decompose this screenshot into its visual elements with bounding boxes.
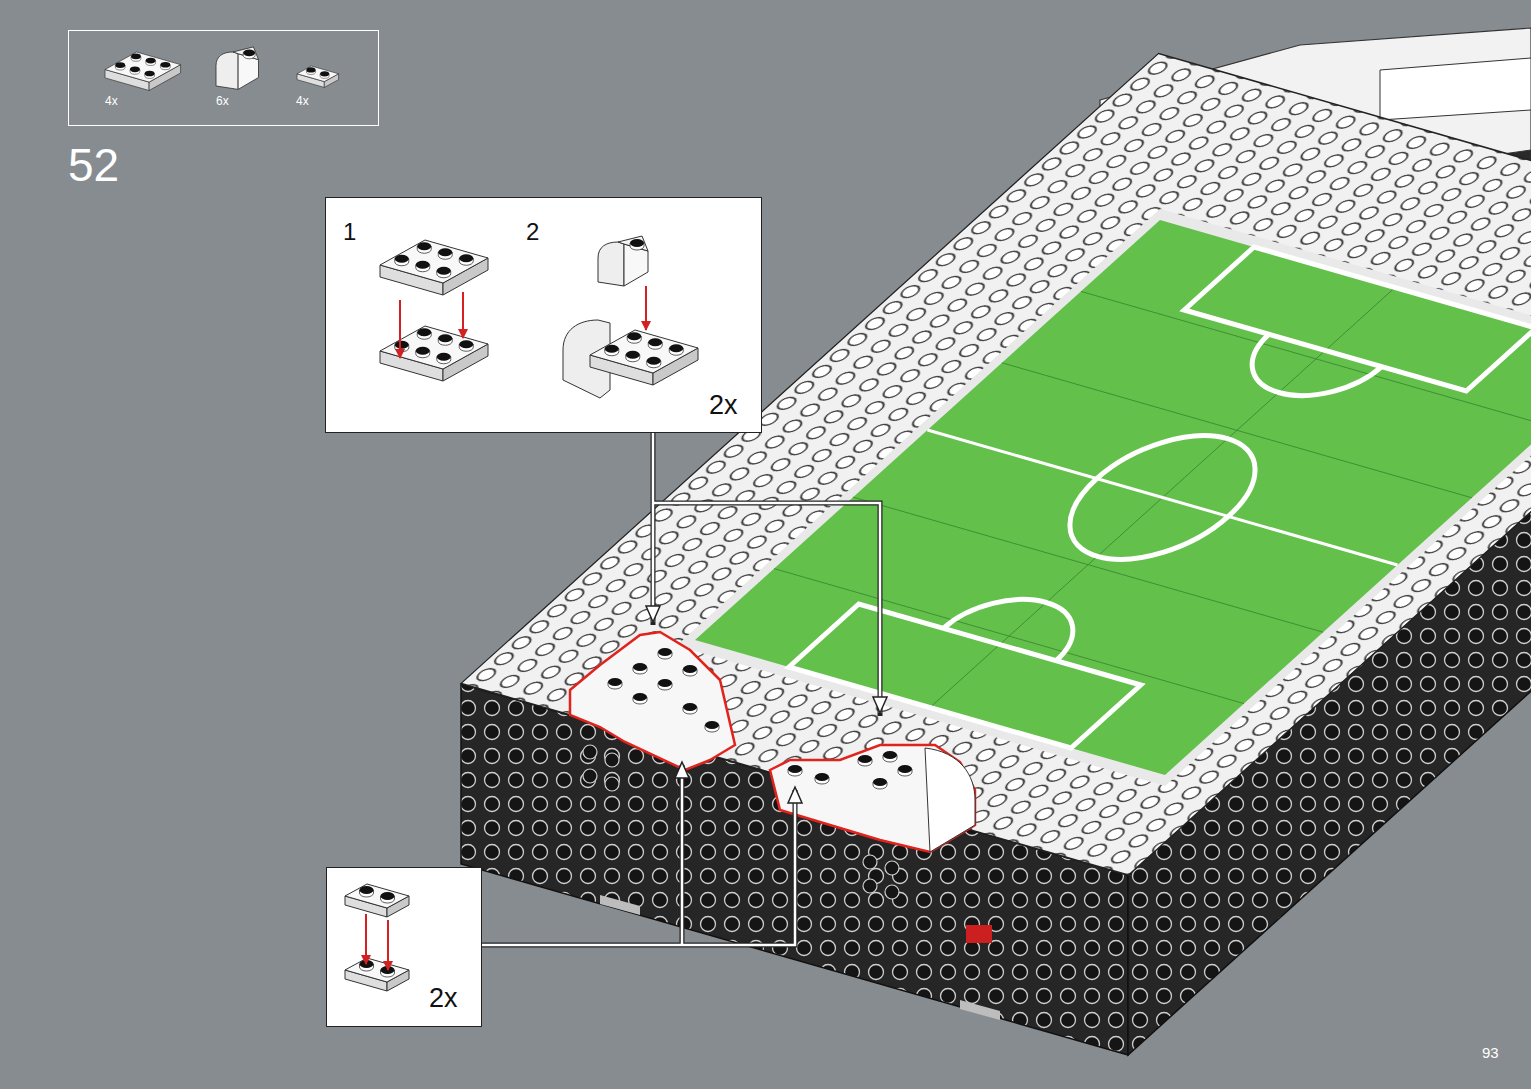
page-number: 93: [1482, 1045, 1499, 1060]
part-count: 6x: [216, 95, 229, 107]
sub-step-number: 1: [343, 220, 356, 244]
parts-list-box: 4x 6x 4x: [68, 30, 379, 126]
step-number: 52: [68, 142, 119, 188]
sub-build-callout: 2x: [326, 867, 482, 1027]
part-count: 4x: [105, 95, 118, 107]
quantity-multiplier: 2x: [709, 392, 738, 419]
quantity-multiplier: 2x: [429, 985, 458, 1012]
sub-step-number: 2: [526, 220, 539, 244]
part-count: 4x: [296, 95, 309, 107]
sub-build-callout: 1 2 2x: [325, 197, 762, 433]
